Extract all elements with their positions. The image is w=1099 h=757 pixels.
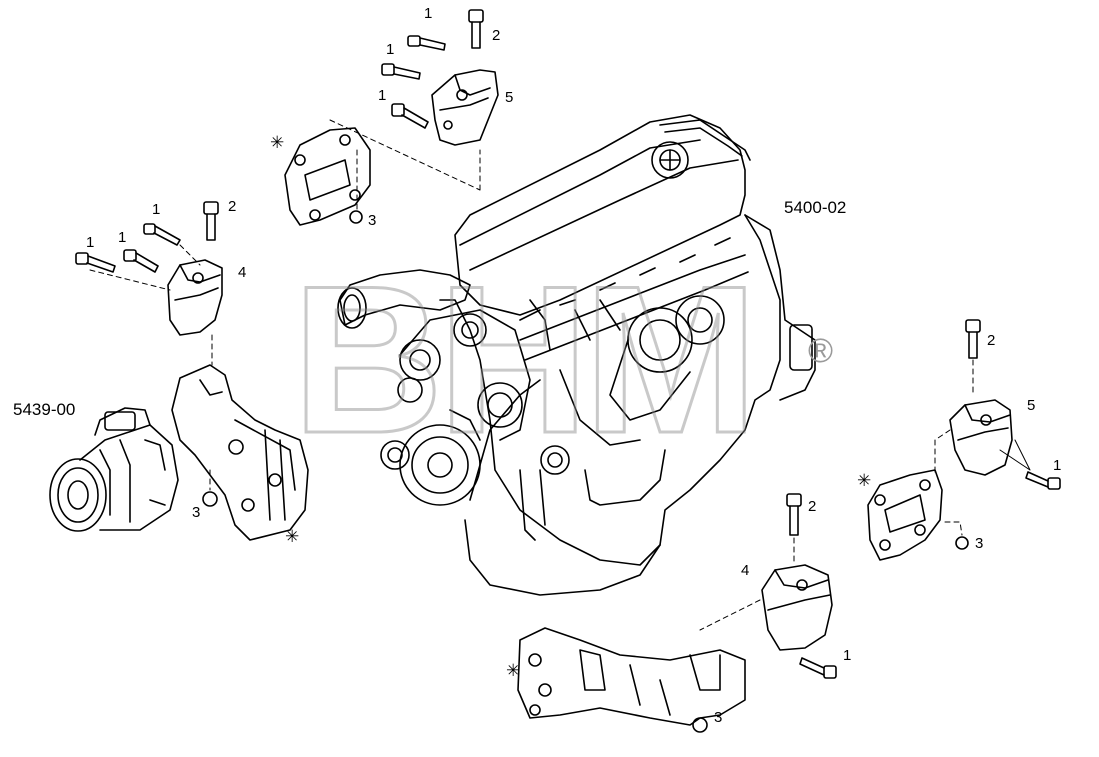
- callout-top-bolt-1c: 1: [378, 87, 387, 104]
- bolt-left-1a: [143, 223, 181, 246]
- asterisk-top-plate: ✳: [270, 133, 285, 153]
- bolt-left-1c: [123, 249, 159, 273]
- bolt-top-2: [468, 9, 484, 49]
- asterisk-left-support: ✳: [285, 527, 300, 547]
- engine-assembly-code: 5400-02: [784, 198, 847, 217]
- callout-top-bolt-1a: 1: [424, 5, 433, 22]
- bolt-right-1: [1025, 471, 1061, 490]
- right-mount-group: [867, 319, 1061, 561]
- callout-left-bolt-1c: 1: [118, 229, 127, 246]
- callout-right-bolt-2: 2: [987, 332, 996, 349]
- watermark: BHM: [291, 241, 760, 479]
- callout-left-nut-3: 3: [192, 504, 201, 521]
- bolt-top-1a: [407, 35, 446, 51]
- callout-right-nut-3: 3: [975, 535, 984, 552]
- bolt-left-1b: [75, 252, 116, 273]
- bolt-top-1c: [391, 103, 429, 129]
- callout-top-bolt-1b: 1: [386, 41, 395, 58]
- callout-bottom-bolt-2: 2: [808, 498, 817, 515]
- bolt-bottom-2: [786, 493, 802, 536]
- left-mount-group: [75, 201, 309, 541]
- callout-bottom-bolt-1: 1: [843, 647, 852, 664]
- callout-right-bracket-5: 5: [1027, 397, 1036, 414]
- callout-left-bolt-1a: 1: [152, 201, 161, 218]
- ac-compressor: [49, 407, 179, 532]
- bolt-top-1b: [381, 63, 421, 80]
- engine-block: [337, 114, 816, 596]
- callout-right-bolt-1: 1: [1053, 457, 1062, 474]
- callout-left-bolt-2: 2: [228, 198, 237, 215]
- bottom-mount-group: [517, 493, 837, 733]
- top-mount-group: [284, 9, 499, 226]
- callout-bottom-bracket-4: 4: [741, 562, 750, 579]
- bolt-left-2: [203, 201, 219, 241]
- svg-text:BHM: BHM: [292, 242, 752, 477]
- callout-bottom-nut-3: 3: [714, 709, 723, 726]
- callout-top-bolt-2: 2: [492, 27, 501, 44]
- callout-left-bracket-4: 4: [238, 264, 247, 281]
- watermark-registered-mark: ®: [808, 332, 834, 370]
- asterisk-bottom-support: ✳: [506, 661, 521, 681]
- callout-left-bolt-1b: 1: [86, 234, 95, 251]
- callout-top-bracket-5: 5: [505, 89, 514, 106]
- callout-top-nut-3: 3: [368, 212, 377, 229]
- asterisk-right-plate: ✳: [857, 471, 872, 491]
- compressor-assembly-code: 5439-00: [13, 400, 76, 419]
- bolt-right-2: [965, 319, 981, 359]
- bolt-bottom-1: [799, 657, 837, 679]
